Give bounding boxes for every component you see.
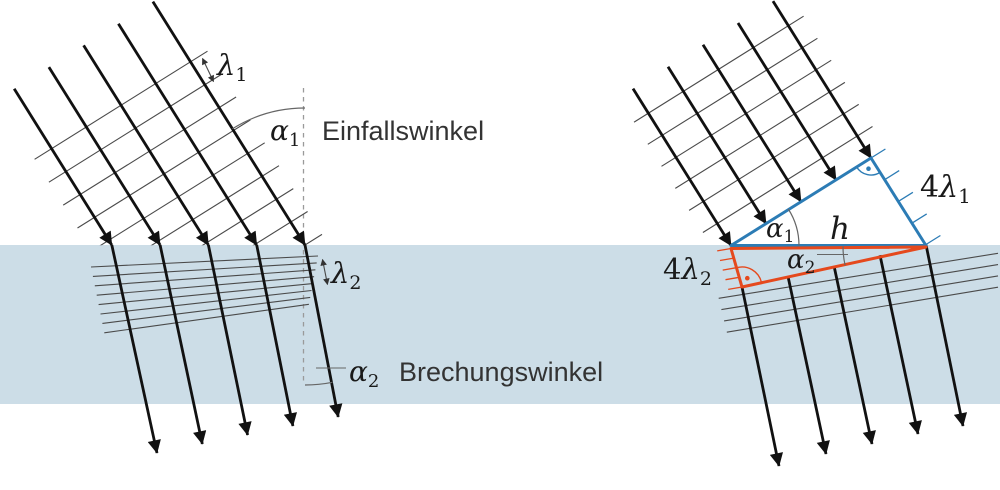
right-incident-rays: [631, 0, 873, 247]
label-alpha2-right: α2: [787, 245, 815, 278]
label-alpha1-right: α1: [766, 214, 794, 247]
label-4lambda1: 4λ1: [920, 170, 971, 208]
alpha1-arc-right: [787, 208, 800, 246]
alpha1-arc: [232, 107, 306, 130]
label-brechungswinkel: Brechungswinkel: [399, 357, 603, 387]
alpha2-arc-right: [842, 246, 846, 266]
left-incident-rays: [13, 0, 307, 246]
label-alpha1: α1: [270, 114, 300, 151]
label-lambda2: λ2: [330, 256, 361, 294]
left-diagram: λ1 α1 Einfallswinkel λ2 α2 Brechungswink…: [13, 0, 603, 454]
right-angle-dot-top: [866, 166, 871, 171]
lambda2-measure-arrow: [320, 258, 330, 286]
refracted-construction-triangle: [717, 245, 928, 291]
left-refracted-rays: [110, 244, 343, 454]
right-angle-mark-top: [856, 166, 881, 176]
label-einfallswinkel: Einfallswinkel: [322, 116, 484, 146]
lambda1-measure-arrow: [202, 57, 214, 83]
label-h: h: [830, 211, 850, 247]
right-refracted-wavefronts: [718, 252, 999, 333]
right-angle-mark-bottom: [736, 266, 763, 283]
alpha2-arc: [304, 381, 333, 386]
label-lambda1: λ1: [216, 48, 247, 86]
label-alpha2: α2: [349, 355, 379, 392]
right-diagram: 4λ1 h α1 α2 4λ2: [631, 0, 999, 467]
right-angle-dot-bottom: [745, 275, 750, 281]
lambda1-tick-marks: [870, 148, 941, 246]
right-refracted-rays: [740, 244, 968, 467]
label-4lambda2: 4λ2: [663, 252, 712, 290]
left-refracted-wavefronts: [90, 255, 319, 334]
lambda2-tick-marks: [717, 247, 743, 291]
incident-construction-triangle: [729, 148, 941, 247]
